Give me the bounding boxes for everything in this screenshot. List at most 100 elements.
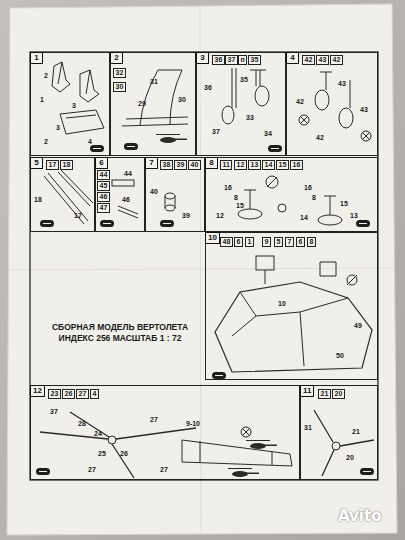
callout-number: 4: [88, 138, 92, 146]
step-number: 10: [205, 232, 220, 244]
callout-number: 34: [264, 130, 272, 138]
step-panel: 10: [205, 232, 378, 380]
illustration-stroke: [215, 282, 372, 372]
callout-number: 3: [72, 102, 76, 110]
part-number-box: 7: [285, 237, 294, 247]
illustration-stroke: [222, 106, 234, 124]
illustration-stroke: [36, 468, 50, 475]
illustration-stroke: [362, 132, 370, 140]
part-number-box: 14: [262, 160, 275, 170]
callout-number: 27: [160, 466, 168, 474]
part-drawings: [30, 52, 378, 480]
step-number: 2: [110, 52, 123, 64]
illustration-stroke: [318, 215, 342, 225]
callout-number: 16: [224, 184, 232, 192]
callout-number: 50: [336, 352, 344, 360]
paper-fold: [9, 268, 395, 270]
part-number-box: 36: [212, 55, 225, 65]
part-number-box: 21: [318, 389, 331, 399]
illustration-stroke: [163, 223, 171, 224]
step-panel: 1: [30, 52, 110, 156]
illustration-stroke: [339, 108, 353, 128]
illustration-stroke: [356, 220, 370, 227]
illustration-stroke: [242, 428, 250, 436]
illustration-stroke: [360, 468, 374, 475]
callout-number: 35: [240, 76, 248, 84]
illustration-stroke: [60, 110, 104, 134]
illustration-stroke: [43, 223, 51, 224]
part-number-box: 30: [113, 82, 126, 92]
step-panel: 12: [30, 385, 300, 480]
part-number-box: 48: [220, 237, 233, 247]
illustration-stroke: [122, 117, 188, 126]
part-number-box: п: [238, 55, 247, 65]
illustration-stroke: [127, 146, 135, 147]
callout-number: 21: [352, 428, 360, 436]
callout-number: 1: [40, 96, 44, 104]
callout-number: 37: [50, 408, 58, 416]
step-number: 11: [300, 385, 314, 397]
illustration-stroke: [228, 468, 259, 477]
illustration-stroke: [52, 62, 70, 92]
step-number: 6: [95, 157, 108, 169]
callout-number: 27: [150, 416, 158, 424]
illustration-stroke: [263, 445, 277, 447]
part-number-box: 35: [248, 55, 261, 65]
callout-number: 15: [340, 200, 348, 208]
illustration-stroke: [315, 90, 329, 110]
callout-number: 24: [94, 430, 102, 438]
illustration-stroke: [112, 180, 134, 186]
helicopter-silhouettes: [156, 134, 277, 477]
part-number-box: 43: [316, 55, 329, 65]
step-panel: 11: [300, 385, 378, 480]
illustration-stroke: [182, 440, 292, 466]
part-number-box: 17: [46, 160, 59, 170]
illustration-stroke: [93, 148, 101, 149]
illustration-stroke: [238, 209, 262, 219]
sheet-title: СБОРНАЯ МОДЕЛЬ ВЕРТОЛЕТА ИНДЕКС 256 МАСШ…: [42, 322, 198, 344]
callout-number: 27: [88, 466, 96, 474]
part-number-box: 46: [97, 192, 110, 202]
callout-number: 37: [212, 128, 220, 136]
illustration-stroke: [246, 440, 270, 441]
callout-number: 29: [138, 100, 146, 108]
part-number-box: 5: [274, 237, 283, 247]
part-number-box: 42: [330, 55, 343, 65]
part-number-box: 6: [234, 237, 243, 247]
illustration-stroke: [241, 427, 251, 437]
callout-number: 2: [44, 138, 48, 146]
part-number-box: 26: [62, 389, 75, 399]
callout-number: 33: [246, 114, 254, 122]
illustration-stroke: [347, 275, 357, 285]
illustration-stroke: [160, 220, 174, 227]
callout-number: 42: [316, 134, 324, 142]
part-number-box: 39: [174, 160, 187, 170]
callout-number: 16: [304, 184, 312, 192]
callout-number: 40: [150, 188, 158, 196]
callout-number: 44: [124, 170, 132, 178]
callout-number: 2: [44, 72, 48, 80]
illustration-stroke: [268, 145, 282, 152]
part-number-box: 12: [234, 160, 247, 170]
illustration-stroke: [165, 193, 175, 199]
step-number: 7: [145, 157, 158, 169]
callout-number: 31: [304, 424, 312, 432]
illustration-stroke: [165, 196, 175, 208]
part-number-box: 18: [60, 160, 73, 170]
part-number-box: 16: [290, 160, 303, 170]
illustration-stroke: [245, 473, 259, 475]
illustration-stroke: [215, 375, 223, 376]
illustration-stroke: [361, 131, 371, 141]
illustration-stroke: [267, 177, 277, 187]
callout-number: 28: [78, 420, 86, 428]
paper-sheet: [7, 4, 397, 535]
callout-number: 12: [216, 212, 224, 220]
callout-number: 17: [74, 212, 82, 220]
step-number: 5: [30, 157, 43, 169]
callout-number: 39: [182, 212, 190, 220]
illustration-stroke: [118, 206, 138, 218]
callout-number: 30: [178, 96, 186, 104]
callout-number: 3: [56, 124, 60, 132]
